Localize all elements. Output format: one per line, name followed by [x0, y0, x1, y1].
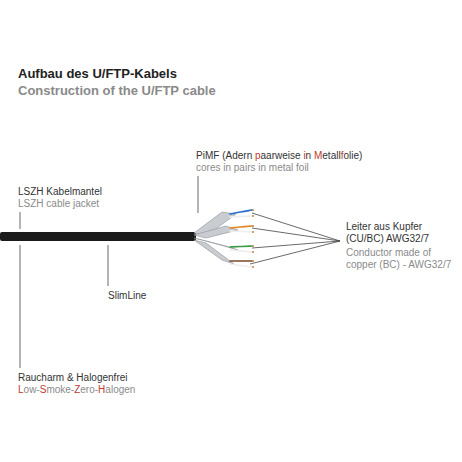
copper-end	[252, 231, 254, 233]
leader-line	[20, 212, 21, 229]
part-name: cores in pairs in metal foil	[196, 162, 309, 174]
subtitle: Construction of the U/FTP cable	[18, 83, 216, 99]
wire-core	[230, 264, 252, 267]
part-name: LSZH cable jacket	[18, 198, 99, 210]
wire-core	[230, 250, 252, 252]
wire-core	[230, 226, 252, 228]
leader-line	[252, 213, 340, 241]
wire-cores	[230, 209, 254, 268]
copper-end	[252, 225, 254, 227]
wire-core	[230, 210, 252, 214]
foil-shield	[194, 212, 238, 264]
copper-end	[252, 266, 254, 268]
leader-line	[250, 241, 340, 264]
part-name: PiMF (Adern paarweise in Metallfolie)	[196, 150, 362, 162]
part-name: Leiter aus Kupfer (CU/BC) AWG32/7	[346, 221, 458, 245]
copper-end	[252, 209, 254, 211]
leader-line	[108, 245, 109, 286]
copper-end	[252, 215, 254, 217]
part-name: Low-Smoke-Zero-Halogen	[18, 384, 135, 396]
leader-line	[252, 228, 340, 241]
wire-core	[230, 216, 252, 217]
wire-core	[230, 231, 252, 232]
part-name: Conductor made of copper (BC) - AWG32/7	[346, 247, 458, 271]
leader-line	[198, 176, 199, 213]
wire-core	[230, 260, 252, 262]
wire-core	[230, 246, 252, 247]
copper-end	[252, 245, 254, 247]
title: Aufbau des U/FTP-Kabels	[18, 66, 177, 82]
part-name: Raucharm & Halogenfrei	[18, 372, 128, 384]
copper-end	[252, 260, 254, 262]
cable-jacket	[0, 232, 196, 241]
copper-end	[252, 251, 254, 253]
part-name: LSZH Kabelmantel	[18, 186, 102, 198]
part-name: SlimLine	[108, 290, 146, 302]
leader-line	[20, 245, 21, 368]
foil-pair	[194, 240, 234, 264]
